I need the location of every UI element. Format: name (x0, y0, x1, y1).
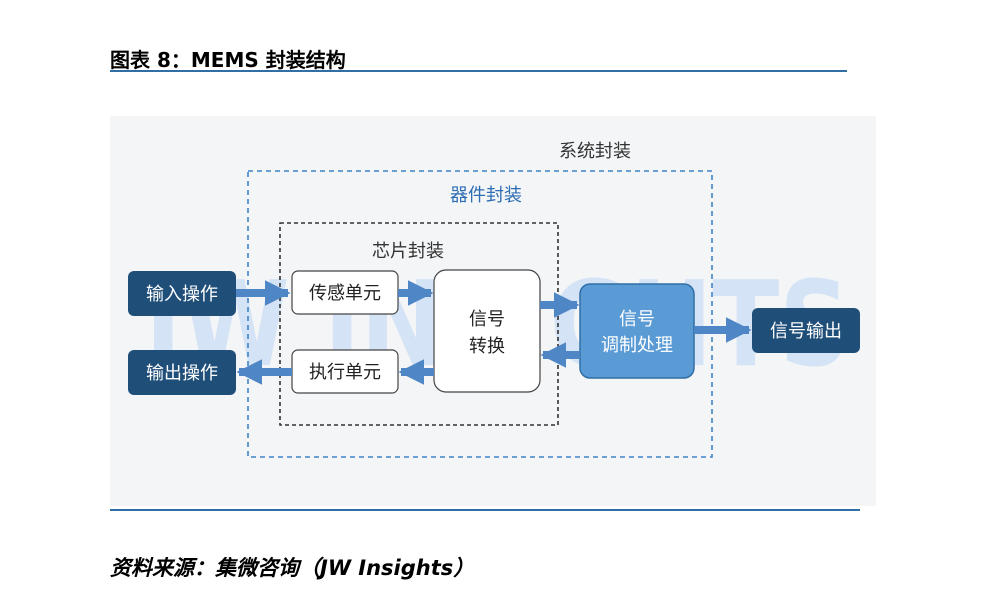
input-operation-box (128, 271, 236, 316)
signal-modulation-label-2: 调制处理 (601, 335, 673, 356)
signal-modulation-label-1: 信号 (619, 309, 655, 330)
actuator-unit-label: 执行单元 (309, 362, 381, 383)
figure-title: 图表 8：MEMS 封装结构 (110, 48, 346, 72)
device-package-label: 器件封装 (450, 185, 522, 206)
chip-package-label: 芯片封装 (372, 241, 444, 262)
signal-modulation-box (579, 283, 695, 379)
bottom-rule (110, 509, 860, 511)
signal-conversion-label-1: 信号 (469, 309, 505, 330)
output-operation-label: 输出操作 (146, 363, 218, 384)
sensing-unit-label: 传感单元 (309, 283, 381, 304)
output-operation-box (128, 350, 236, 395)
signal-conversion-label-2: 转换 (469, 336, 505, 357)
signal-output-box (752, 308, 860, 353)
signal-output-label: 信号输出 (770, 321, 842, 342)
chip-package-boundary (279, 222, 559, 426)
figure-source: 资料来源：集微咨询（JW Insights） (110, 556, 475, 580)
signal-conversion-box (433, 269, 541, 393)
system-package-boundary (247, 170, 713, 458)
title-rule (110, 70, 847, 72)
input-operation-label: 输入操作 (146, 284, 218, 305)
system-package-label: 系统封装 (559, 141, 631, 162)
